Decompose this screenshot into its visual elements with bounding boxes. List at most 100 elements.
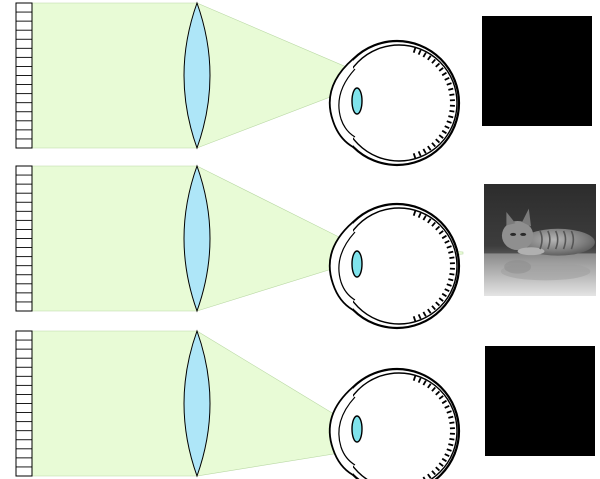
- retina-mark: [431, 58, 436, 64]
- retina-mark: [449, 110, 455, 113]
- converging-lens: [183, 164, 211, 313]
- retina-mark: [444, 76, 450, 81]
- retina-mark: [446, 82, 452, 86]
- retina-mark: [417, 49, 422, 55]
- retina-mark: [449, 438, 455, 441]
- retina-mark: [431, 221, 436, 227]
- retina-mark: [427, 145, 432, 151]
- eye-lens: [351, 250, 363, 278]
- cat-stripe: [570, 230, 575, 250]
- parallel-beam: [31, 165, 198, 312]
- retina-mark: [422, 148, 427, 154]
- retina-mark: [427, 55, 432, 61]
- retina-mark: [449, 273, 455, 276]
- cat-stripe: [562, 230, 567, 250]
- eye-lens: [351, 87, 363, 115]
- iris: [338, 68, 356, 138]
- retina-mark: [438, 462, 444, 467]
- cat-paws: [517, 247, 545, 256]
- retina-mark: [438, 395, 444, 400]
- retina-mark: [444, 125, 450, 130]
- cat-stripe: [539, 230, 543, 250]
- eye-lens: [351, 415, 363, 443]
- retina-mark: [446, 410, 452, 414]
- retina-mark: [427, 473, 432, 479]
- retina-mark: [422, 52, 427, 58]
- parallel-beam: [31, 330, 198, 477]
- cornea: [328, 221, 354, 311]
- retina-mark: [441, 457, 447, 463]
- retina-mark: [448, 87, 454, 91]
- parallel-beam: [31, 2, 198, 149]
- cat-stripe: [547, 230, 551, 250]
- retina-mark: [448, 250, 454, 254]
- eye-icon: [328, 39, 461, 167]
- eye-icon: [328, 202, 461, 330]
- retina-mark: [438, 67, 444, 72]
- retina-mark: [441, 234, 447, 240]
- cat-reflection: [504, 260, 532, 274]
- converging-lens: [183, 1, 211, 150]
- retina-mark: [435, 138, 441, 144]
- black-screen-result: [485, 346, 595, 456]
- retina-mark: [422, 380, 427, 386]
- converging-beam: [196, 330, 353, 477]
- retina-mark: [441, 129, 447, 135]
- retina-mark: [449, 256, 455, 259]
- retina-mark: [417, 151, 422, 157]
- converging-lens: [183, 329, 211, 478]
- retina-mark: [438, 297, 444, 302]
- retina-mark: [422, 476, 426, 479]
- retina-mark: [446, 448, 452, 452]
- retina-mark: [448, 415, 454, 419]
- eye-icon: [328, 367, 461, 479]
- retina-mark: [435, 466, 441, 472]
- retina-mark: [438, 230, 444, 235]
- retina-mark: [412, 375, 417, 381]
- cat-eye: [510, 232, 517, 236]
- retina-mark: [431, 305, 436, 311]
- retina-mark: [417, 314, 422, 320]
- retina-mark: [441, 399, 447, 405]
- retina-mark: [431, 470, 436, 476]
- cat-head: [501, 220, 534, 251]
- retina-mark: [441, 71, 447, 77]
- retina-mark: [431, 142, 436, 148]
- retina-mark: [435, 62, 441, 68]
- retina-mark: [417, 212, 422, 218]
- cat-ear: [506, 212, 516, 226]
- cornea: [328, 386, 354, 476]
- retina-mark: [448, 443, 454, 447]
- cat-ear: [522, 208, 532, 227]
- black-screen-result: [482, 16, 592, 126]
- retina-mark: [449, 93, 455, 96]
- retina-mark: [438, 134, 444, 139]
- panel-bottom: [15, 329, 595, 479]
- panel-middle: [15, 164, 596, 330]
- cat-photo-result: [484, 184, 596, 296]
- retina-mark: [444, 239, 450, 244]
- retina-mark: [444, 404, 450, 409]
- retina-mark: [422, 311, 427, 317]
- retina-mark: [412, 47, 417, 53]
- retina-mark: [441, 292, 447, 298]
- converging-beam: [196, 165, 352, 312]
- retina-mark: [446, 245, 452, 249]
- retina-mark: [412, 316, 417, 322]
- retina-mark: [449, 421, 455, 424]
- cornea: [328, 58, 354, 148]
- retina-mark: [422, 215, 427, 221]
- retina-mark: [431, 386, 436, 392]
- retina-mark: [417, 377, 422, 383]
- cat-stripe: [554, 230, 559, 250]
- retina-mark: [427, 218, 432, 224]
- retina-mark: [427, 383, 432, 389]
- cat-eye: [520, 232, 527, 236]
- panel-top: [15, 1, 592, 167]
- retina-mark: [427, 308, 432, 314]
- retina-mark: [444, 453, 450, 458]
- converging-beam: [196, 2, 352, 149]
- retina-mark: [444, 288, 450, 293]
- retina-mark: [412, 153, 417, 159]
